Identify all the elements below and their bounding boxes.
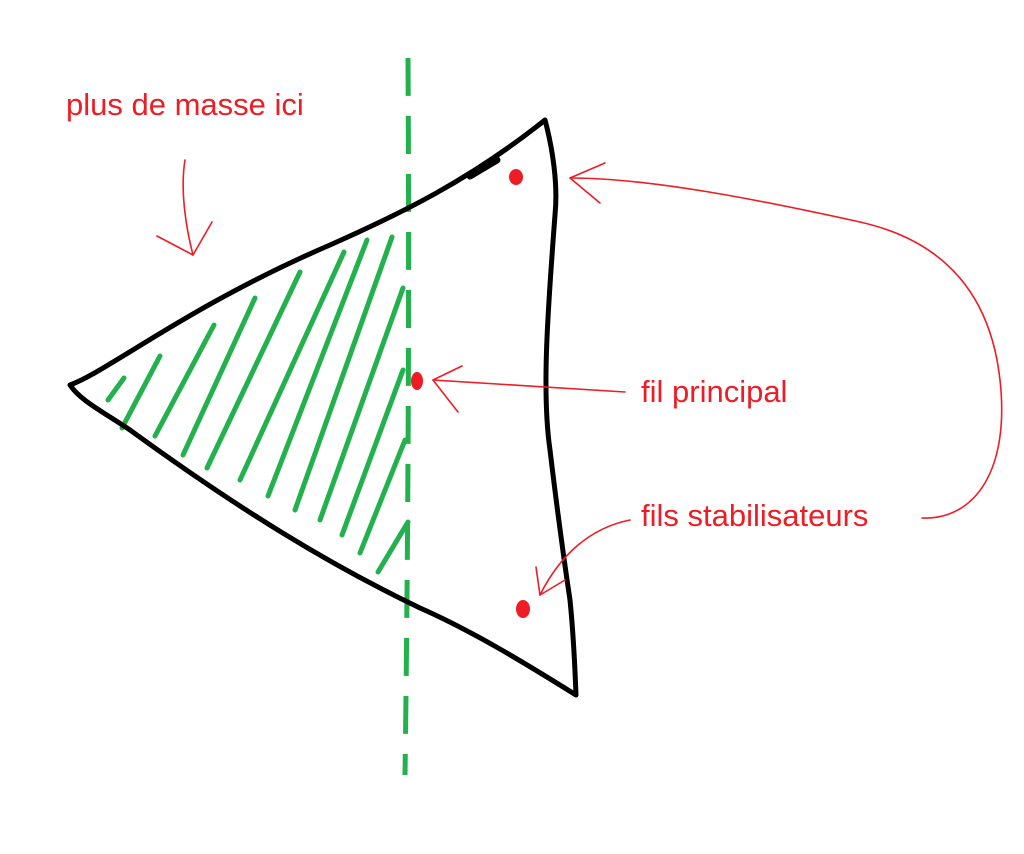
triangle-outline (67, 117, 579, 698)
stabilizer-top-arrow-head (569, 162, 606, 204)
main-wire-arrow-head (432, 365, 463, 413)
stabilizer-point-top (509, 169, 523, 185)
main-wire-arrow (432, 379, 626, 393)
balance-axis (402, 57, 412, 776)
triangle-edge-mark (466, 156, 501, 180)
stabilizer-bottom-arrow-head (535, 566, 566, 596)
label-main-wire: fil principal (641, 374, 787, 409)
stabilizer-loop-arrow (569, 177, 1003, 519)
mass-arrow (182, 159, 194, 256)
label-stabilizer-wires: fils stabilisateurs (641, 498, 868, 533)
mass-hatching (105, 234, 411, 575)
annotation-arrows (156, 159, 1003, 596)
stabilizer-bottom-arrow (539, 519, 631, 596)
mass-arrow-head (156, 221, 213, 256)
main-wire-point (411, 372, 423, 390)
label-mass-note: plus de masse ici (66, 87, 304, 122)
stabilizer-point-bottom (516, 600, 530, 618)
